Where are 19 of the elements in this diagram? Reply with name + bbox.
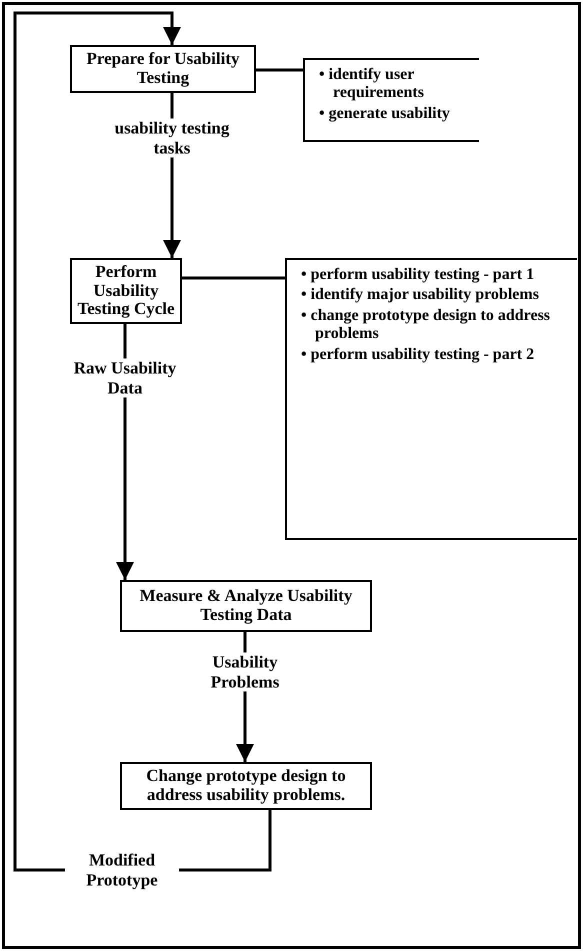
- arrow: [14, 12, 272, 872]
- connector-line: [182, 276, 285, 280]
- list-item: • change prototype design to address problems: [301, 306, 552, 344]
- box-label: Measure & Analyze Usability Testing Data: [138, 587, 354, 625]
- box-label: Perform Usability Testing Cycle: [76, 262, 176, 320]
- connector-line: [256, 68, 303, 72]
- list-item: • identify major usability problems: [301, 286, 540, 305]
- process-box: [70, 45, 256, 93]
- bracket-list: [285, 258, 577, 540]
- list-item: • generate usability: [319, 104, 451, 124]
- box-label: Prepare for Usability Testing: [86, 50, 240, 88]
- list-item: • perform usability testing - part 2: [301, 346, 536, 364]
- process-box: [120, 762, 372, 810]
- bracket-list: [303, 58, 479, 142]
- list-item: • identify user requirements: [319, 66, 425, 103]
- list-item: • perform usability testing - part 1: [301, 266, 536, 284]
- box-label: Change prototype design to address usability problems.: [145, 767, 347, 805]
- process-box: [70, 258, 182, 324]
- process-box: [120, 580, 372, 632]
